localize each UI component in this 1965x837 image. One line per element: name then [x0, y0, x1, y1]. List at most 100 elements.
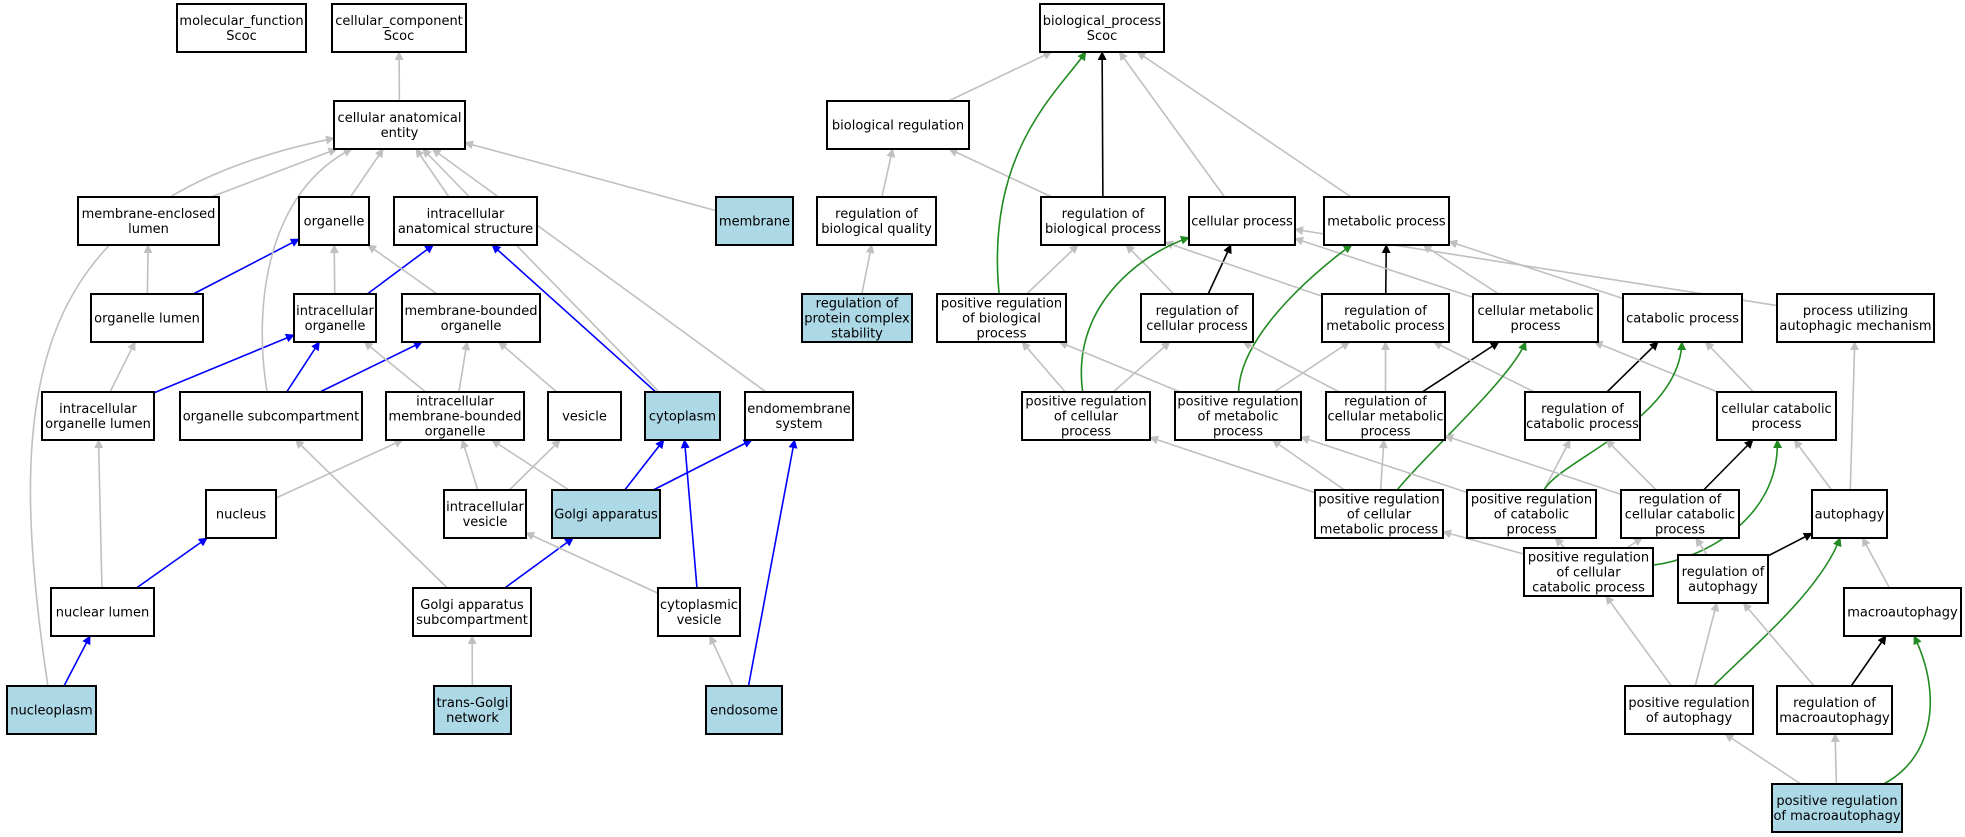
node-box-regulation-of-autophagy: [1677, 554, 1769, 604]
node-box-membrane-bounded-organelle: [401, 293, 541, 343]
edge-regulates-regulation-of-metabolic-process-to-metabolic-process: [1381, 244, 1391, 295]
node-membrane[interactable]: membrane: [715, 196, 794, 246]
node-organelle[interactable]: organelle: [298, 196, 370, 246]
edge-positively-regulates-positive-regulation-of-biological-process-to-biological-process: [996, 51, 1087, 295]
node-label-cellular-component-line-1: cellular_component: [335, 14, 463, 29]
node-label-intracellular-membrane-bounded-organelle-line-3: organelle: [425, 425, 486, 440]
edge-is-a-regulation-of-cellular-metabolic-process-to-regulation-of-cellular-process: [1242, 341, 1340, 393]
node-label-regulation-of-cellular-metabolic-process-line-2: cellular metabolic: [1328, 410, 1444, 425]
node-nucleus[interactable]: nucleus: [205, 489, 277, 539]
node-organelle-lumen[interactable]: organelle lumen: [90, 293, 204, 343]
edge-is-a-cellular-process-to-biological-process: [1118, 51, 1226, 198]
node-label-positive-regulation-of-biological-process-line-2: of biological: [962, 312, 1041, 327]
edge-part-of-golgi-apparatus-to-cytoplasm: [624, 439, 665, 491]
node-box-vesicle: [547, 391, 622, 441]
node-box-positive-regulation-of-cellular-catabolic-process: [1523, 547, 1654, 597]
node-golgi-apparatus[interactable]: Golgi apparatus: [551, 489, 661, 539]
edge-is-a-regulation-of-autophagy-to-regulation-of-cellular-catabolic-process: [1695, 537, 1708, 556]
edge-part-of-intracellular-organelle-lumen-to-intracellular-organelle: [153, 333, 295, 394]
edge-is-a-positive-regulation-of-macroautophagy-to-positive-regulation-of-autophagy: [1724, 733, 1802, 785]
node-box-endomembrane-system: [744, 391, 854, 441]
node-autophagy[interactable]: autophagy: [1811, 489, 1888, 539]
node-cellular-process[interactable]: cellular process: [1188, 196, 1296, 246]
node-label-membrane-bounded-organelle-line-1: membrane-bounded: [404, 304, 537, 319]
node-label-biological-regulation-line-1: biological regulation: [832, 119, 964, 134]
node-box-positive-regulation-of-biological-process: [936, 293, 1067, 343]
node-nucleoplasm[interactable]: nucleoplasm: [6, 685, 97, 735]
node-vesicle[interactable]: vesicle: [547, 391, 622, 441]
edge-is-a-positive-regulation-of-catabolic-process-to-regulation-of-catabolic-process: [1543, 439, 1571, 491]
node-label-biological-process-line-2: Scoc: [1087, 29, 1118, 44]
node-cytoplasm[interactable]: cytoplasm: [644, 391, 721, 441]
node-label-regulation-of-biological-quality-line-1: regulation of: [835, 207, 918, 222]
node-label-intracellular-vesicle-line-2: vesicle: [463, 515, 508, 530]
edge-is-a-regulation-of-metabolic-process-to-regulation-of-biological-process: [1164, 240, 1323, 297]
edge-part-of-endosome-to-endomembrane-system: [747, 439, 798, 687]
node-label-regulation-of-macroautophagy-line-1: regulation of: [1793, 696, 1876, 711]
node-label-cellular-component-line-2: Scoc: [384, 29, 415, 44]
node-metabolic-process[interactable]: metabolic process: [1323, 196, 1450, 246]
node-label-endosome-line-1: endosome: [710, 704, 778, 719]
edge-regulates-regulation-of-cellular-catabolic-process-to-cellular-catabolic-process: [1703, 439, 1754, 491]
node-macroautophagy[interactable]: macroautophagy: [1843, 587, 1962, 637]
node-box-regulation-of-biological-process: [1040, 196, 1166, 246]
node-organelle-subcompartment[interactable]: organelle subcompartment: [179, 391, 363, 441]
node-label-trans-golgi-network-line-2: network: [446, 711, 499, 726]
edge-part-of-cytoplasm-to-intracellular-anatomical-structure: [491, 244, 657, 393]
node-box-nucleoplasm: [6, 685, 97, 735]
edge-is-a-macroautophagy-to-autophagy: [1861, 537, 1891, 589]
node-box-regulation-of-cellular-catabolic-process: [1620, 489, 1740, 539]
node-catabolic-process[interactable]: catabolic process: [1622, 293, 1743, 343]
node-endosome[interactable]: endosome: [705, 685, 783, 735]
node-label-cellular-anatomical-entity-line-1: cellular anatomical: [338, 111, 462, 126]
node-label-intracellular-organelle-line-1: intracellular: [296, 304, 374, 319]
node-label-process-utilizing-autophagic-mechanism-line-2: autophagic mechanism: [1779, 319, 1931, 334]
node-box-endosome: [705, 685, 783, 735]
edge-is-a-regulation-of-biological-quality-to-biological-regulation: [881, 148, 896, 198]
node-label-positive-regulation-of-cellular-process-line-2: of cellular: [1054, 410, 1119, 425]
node-label-cytoplasmic-vesicle-line-2: vesicle: [677, 613, 722, 628]
node-label-vesicle-line-1: vesicle: [562, 410, 607, 425]
node-label-intracellular-organelle-line-2: organelle: [305, 319, 366, 334]
node-nuclear-lumen[interactable]: nuclear lumen: [50, 587, 155, 637]
node-biological-regulation[interactable]: biological regulation: [826, 100, 970, 150]
node-box-cellular-process: [1188, 196, 1296, 246]
edge-part-of-nuclear-lumen-to-nucleus: [135, 537, 208, 589]
